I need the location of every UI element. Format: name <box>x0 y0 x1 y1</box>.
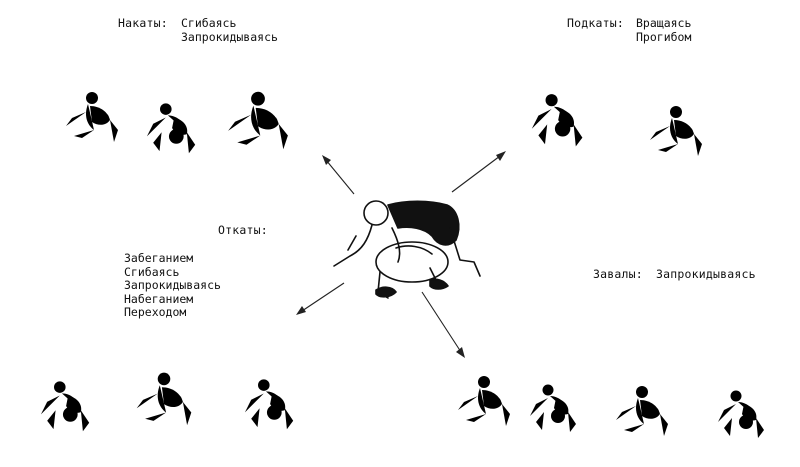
nakaty-figure <box>146 103 196 154</box>
arrow-up-left <box>322 155 355 195</box>
otkaty-item: Переходом <box>124 305 187 319</box>
otkaty-title: Откаты: <box>218 223 268 237</box>
podkaty-item: Прогибом <box>636 29 692 44</box>
otkaty-figure <box>136 372 192 426</box>
otkaty-figure <box>244 379 294 430</box>
zavaly-figure <box>718 390 764 438</box>
nakaty-item: Сгибаясь <box>181 16 237 30</box>
podkaty-figure <box>531 94 583 147</box>
otkaty-figure <box>40 381 90 432</box>
zavaly-figure <box>530 384 576 432</box>
nakaty-title: Накаты: <box>118 16 168 30</box>
zavaly-figure <box>616 386 668 436</box>
otkaty-item: Запрокидываясь <box>124 278 221 292</box>
nakaty-figure <box>66 92 118 142</box>
arrow-up-right <box>451 151 506 193</box>
arrow-down-left <box>296 282 345 315</box>
nakaty-item: Запрокидываясь <box>181 29 278 44</box>
nakaty-items: Сгибаясь Запрокидываясь <box>181 16 278 44</box>
central-figure <box>333 200 481 299</box>
otkaty-items: Забеганием Сгибаясь Запрокидываясь Набег… <box>124 251 221 320</box>
otkaty-item: Набеганием <box>124 291 194 306</box>
podkaty-items: Вращаясь Прогибом <box>636 16 692 44</box>
podkaty-figure <box>650 106 702 156</box>
arrow-down-right <box>421 291 465 358</box>
zavaly-item: Запрокидываясь <box>656 267 756 281</box>
nakaty-figure <box>228 91 288 150</box>
zavaly-figure <box>458 376 510 426</box>
podkaty-title: Подкаты: <box>567 16 624 30</box>
otkaty-item: Забеганием <box>124 251 194 265</box>
zavaly-title: Завалы: <box>593 267 643 281</box>
podkaty-item: Вращаясь <box>636 16 692 30</box>
otkaty-item: Сгибаясь <box>124 264 180 279</box>
